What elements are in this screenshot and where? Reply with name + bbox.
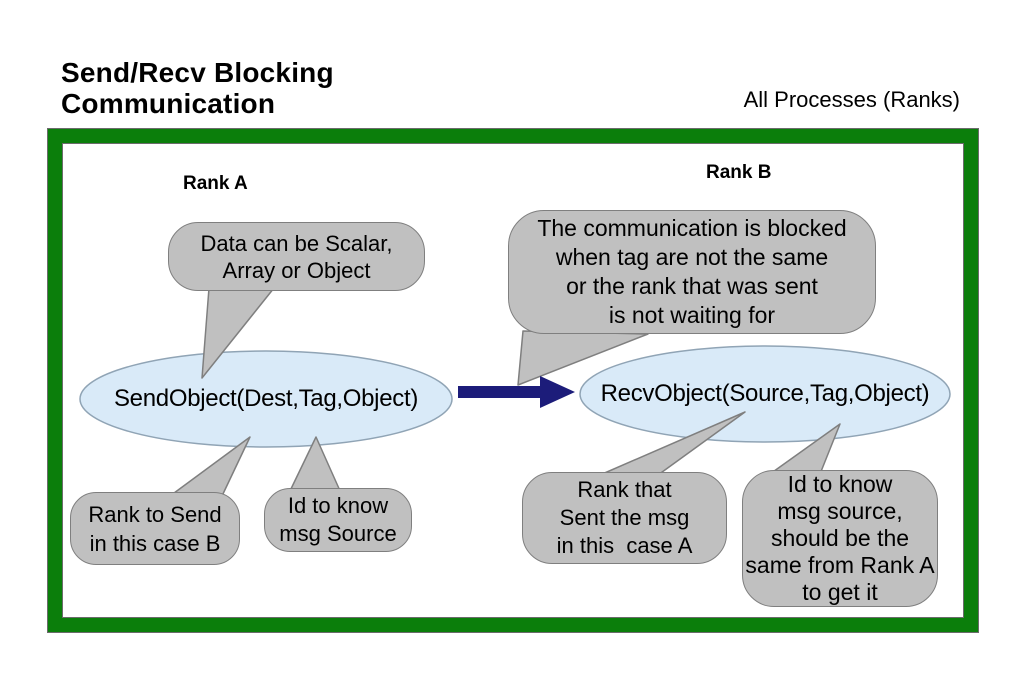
send-object-label: SendObject(Dest,Tag,Object) xyxy=(113,385,419,412)
all-processes-label: All Processes (Ranks) xyxy=(743,87,960,112)
callout-id-to-know-msg-source: Id to know msg source, should be the sam… xyxy=(742,470,938,607)
process-boundary-frame xyxy=(48,129,978,632)
callout-data-scalar: Data can be Scalar, Array or Object xyxy=(168,222,425,291)
send-to-recv-arrow xyxy=(458,376,575,408)
recv-object-label: RecvObject(Source,Tag,Object) xyxy=(600,380,930,407)
callout-rank-to-send: Rank to Send in this case B xyxy=(70,492,240,565)
send-object-ellipse xyxy=(79,350,453,448)
callout-communication-blocked: The communication is blocked when tag ar… xyxy=(508,210,876,334)
recv-object-ellipse xyxy=(579,345,951,443)
rank-b-label: Rank B xyxy=(706,162,772,183)
slide-title: Send/Recv Blocking Communication xyxy=(61,57,334,119)
callout-rank-that-sent: Rank that Sent the msg in this case A xyxy=(522,472,727,564)
rank-a-label: Rank A xyxy=(183,173,248,194)
callout-id-to-know-source: Id to know msg Source xyxy=(264,488,412,552)
